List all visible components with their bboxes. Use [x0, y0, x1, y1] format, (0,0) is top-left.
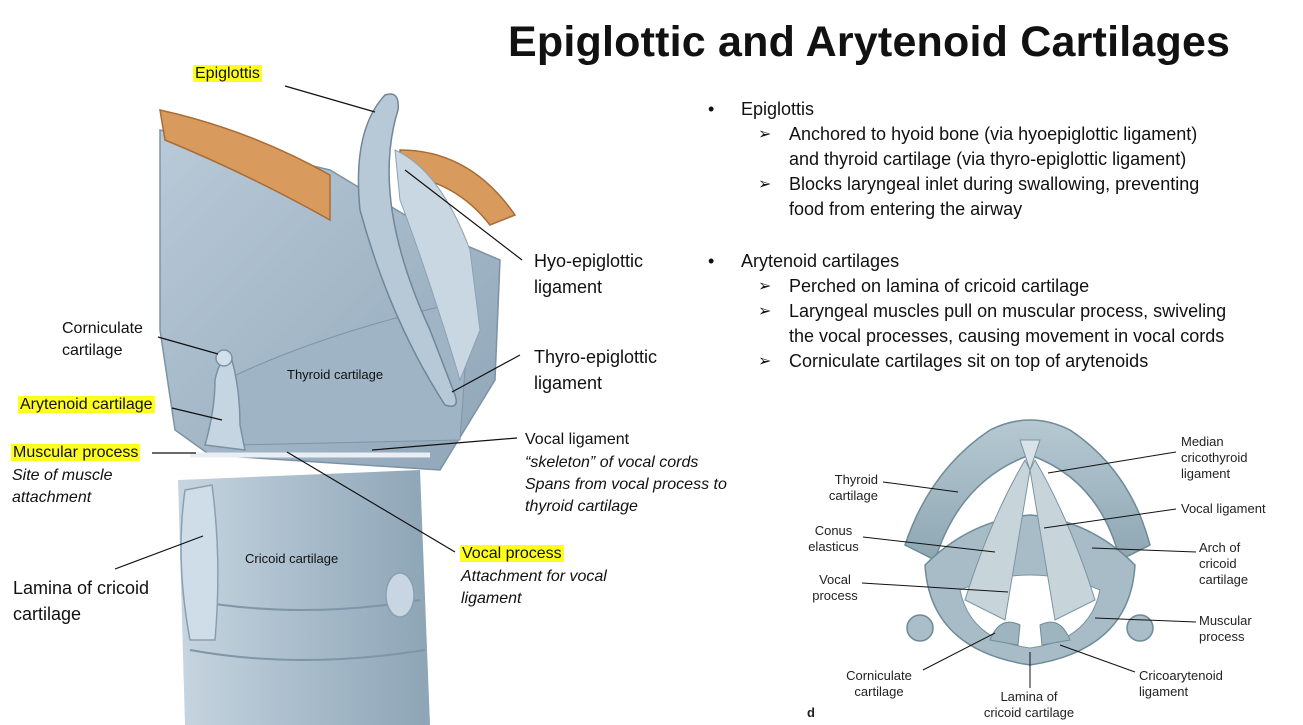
rlabel-cricoarytenoid: Cricoarytenoid ligament — [1139, 668, 1223, 700]
bullet-arytenoid-text: Arytenoid cartilages — [741, 251, 900, 271]
rlabel-conus-1: Conus — [814, 523, 853, 538]
arrow-icon: ➢ — [758, 126, 772, 143]
slide-title: Epiglottic and Arytenoid Cartilages — [508, 18, 1231, 66]
label-lamina-line1: Lamina of cricoid — [13, 578, 150, 598]
sub-bullet-anchored: ➢ Anchored to hyoid bone (via hyoepiglott… — [708, 122, 1288, 172]
rlabel-conus-2: elasticus — [808, 539, 859, 554]
label-hyo-line1: Hyo-epiglottic — [534, 251, 644, 271]
rlabel-conus: Conus elasticus — [806, 523, 861, 555]
label-thyro-line1: Thyro-epiglottic — [534, 347, 658, 367]
bullet-epiglottis-text: Epiglottis — [741, 99, 815, 119]
rlabel-vocal-process-2: process — [812, 588, 858, 603]
label-thyro-epiglottic: Thyro-epiglottic ligament — [534, 344, 657, 396]
rlabel-median-1: Median — [1181, 434, 1224, 449]
rlabel-cricoarytenoid-1: Cricoarytenoid — [1139, 668, 1223, 683]
label-arytenoid: Arytenoid cartilage — [18, 394, 155, 416]
rlabel-median-2: cricothyroid — [1181, 450, 1248, 465]
bullet-dot: • — [708, 251, 715, 271]
label-hyo-epiglottic: Hyo-epiglottic ligament — [534, 248, 643, 300]
label-vocal-process-sub: Attachment for vocal ligament — [461, 566, 607, 610]
rlabel-corniculate-1: Corniculate — [846, 668, 912, 683]
label-arytenoid-text: Arytenoid cartilage — [18, 396, 155, 413]
sub-bullet-perched: ➢ Perched on lamina of cricoid cartilage — [708, 274, 1288, 299]
label-vocal-ligament: Vocal ligament — [525, 431, 630, 448]
arrow-icon: ➢ — [758, 353, 772, 370]
rlabel-muscular-1: Muscular — [1199, 613, 1252, 628]
rlabel-lamina-2: cricoid cartilage — [983, 705, 1075, 720]
rlabel-lamina-1: Lamina of — [1000, 689, 1058, 704]
rlabel-thyroid: Thyroid cartilage — [826, 472, 878, 504]
rlabel-vocal-process-1: Vocal — [819, 572, 851, 587]
label-thyroid-cartilage: Thyroid cartilage — [287, 367, 384, 382]
rlabel-corniculate: Corniculate cartilage — [843, 668, 915, 700]
larynx-lateral-illustration — [114, 85, 523, 725]
arrow-icon: ➢ — [758, 278, 772, 295]
rlabel-median: Median cricothyroid ligament — [1181, 434, 1247, 482]
rlabel-cricoarytenoid-2: ligament — [1139, 684, 1189, 699]
bullet-dot: • — [708, 99, 715, 119]
sub-muscles-line1: Laryngeal muscles pull on muscular proce… — [789, 301, 1227, 321]
rlabel-corniculate-2: cartilage — [854, 684, 904, 699]
sub-anchored-line2: and thyroid cartilage (via thyro-epiglot… — [789, 149, 1187, 169]
rlabel-arch-1: Arch of — [1199, 540, 1241, 555]
arrow-icon: ➢ — [758, 176, 772, 193]
vocal-process-sub1: Attachment for vocal — [461, 568, 607, 585]
label-corniculate-line2: cartilage — [62, 342, 123, 359]
bullet-list: • Epiglottis ➢ Anchored to hyoid bone (via… — [708, 97, 1288, 374]
sub-bullet-corniculate: ➢ Corniculate cartilages sit on top of ar… — [708, 349, 1288, 374]
label-corniculate: Corniculate cartilage — [62, 318, 143, 362]
rlabel-vocal-ligament: Vocal ligament — [1181, 501, 1266, 516]
label-muscular-process: Muscular process — [11, 442, 141, 464]
rlabel-median-3: ligament — [1181, 466, 1231, 481]
label-muscular-sub1: Site of muscle — [12, 467, 113, 484]
label-vocal-process-text: Vocal process — [460, 545, 564, 562]
label-thyro-line2: ligament — [534, 373, 603, 393]
label-epiglottis: Epiglottis — [193, 63, 262, 85]
rlabel-thyroid-1: Thyroid — [834, 472, 878, 487]
vocal-ligament-sub1: “skeleton” of vocal cords — [525, 454, 699, 471]
rlabel-lamina: Lamina of cricoid cartilage — [978, 689, 1080, 721]
vocal-ligament-sub2: Spans from vocal process to — [525, 476, 727, 493]
rlabel-thyroid-2: cartilage — [828, 488, 878, 503]
rlabel-muscular-2: process — [1199, 629, 1245, 644]
sub-blocks-line2: food from entering the airway — [789, 199, 1023, 219]
label-epiglottis-text: Epiglottis — [193, 65, 262, 82]
label-vocal-ligament-sub: “skeleton” of vocal cords Spans from voc… — [525, 452, 727, 518]
rlabel-vocal-process: Vocal process — [810, 572, 860, 604]
label-vocal-process: Vocal process — [460, 543, 564, 565]
vocal-process-sub2: ligament — [461, 590, 522, 607]
sub-muscles-line2: the vocal processes, causing movement in… — [789, 326, 1225, 346]
label-muscular-sub: Site of muscle attachment — [12, 465, 112, 509]
label-corniculate-line1: Corniculate — [62, 320, 143, 337]
sub-perched-line1: Perched on lamina of cricoid cartilage — [789, 276, 1090, 296]
sub-bullet-muscles: ➢ Laryngeal muscles pull on muscular proc… — [708, 299, 1288, 349]
rlabel-arch-2: cricoid — [1199, 556, 1237, 571]
panel-letter: d — [807, 705, 815, 720]
label-lamina-line2: cartilage — [13, 604, 82, 624]
sub-anchored-line1: Anchored to hyoid bone (via hyoepiglotti… — [789, 124, 1198, 144]
label-muscular-text: Muscular process — [11, 444, 141, 461]
arrow-icon: ➢ — [758, 303, 772, 320]
label-cricoid-cartilage: Cricoid cartilage — [245, 551, 339, 566]
rlabel-muscular: Muscular process — [1199, 613, 1252, 645]
label-muscular-sub2: attachment — [12, 489, 92, 506]
bullet-epiglottis: • Epiglottis — [708, 97, 1288, 122]
rlabel-arch-3: cartilage — [1199, 572, 1249, 587]
vocal-ligament-sub3: thyroid cartilage — [525, 498, 638, 515]
sub-corniculate-line1: Corniculate cartilages sit on top of ary… — [789, 351, 1149, 371]
bullet-arytenoid: • Arytenoid cartilages — [708, 249, 1288, 274]
label-lamina-cricoid: Lamina of cricoid cartilage — [13, 575, 149, 627]
rlabel-arch: Arch of cricoid cartilage — [1199, 540, 1248, 588]
sub-blocks-line1: Blocks laryngeal inlet during swallowing… — [789, 174, 1200, 194]
label-hyo-line2: ligament — [534, 277, 603, 297]
sub-bullet-blocks: ➢ Blocks laryngeal inlet during swallowin… — [708, 172, 1288, 222]
